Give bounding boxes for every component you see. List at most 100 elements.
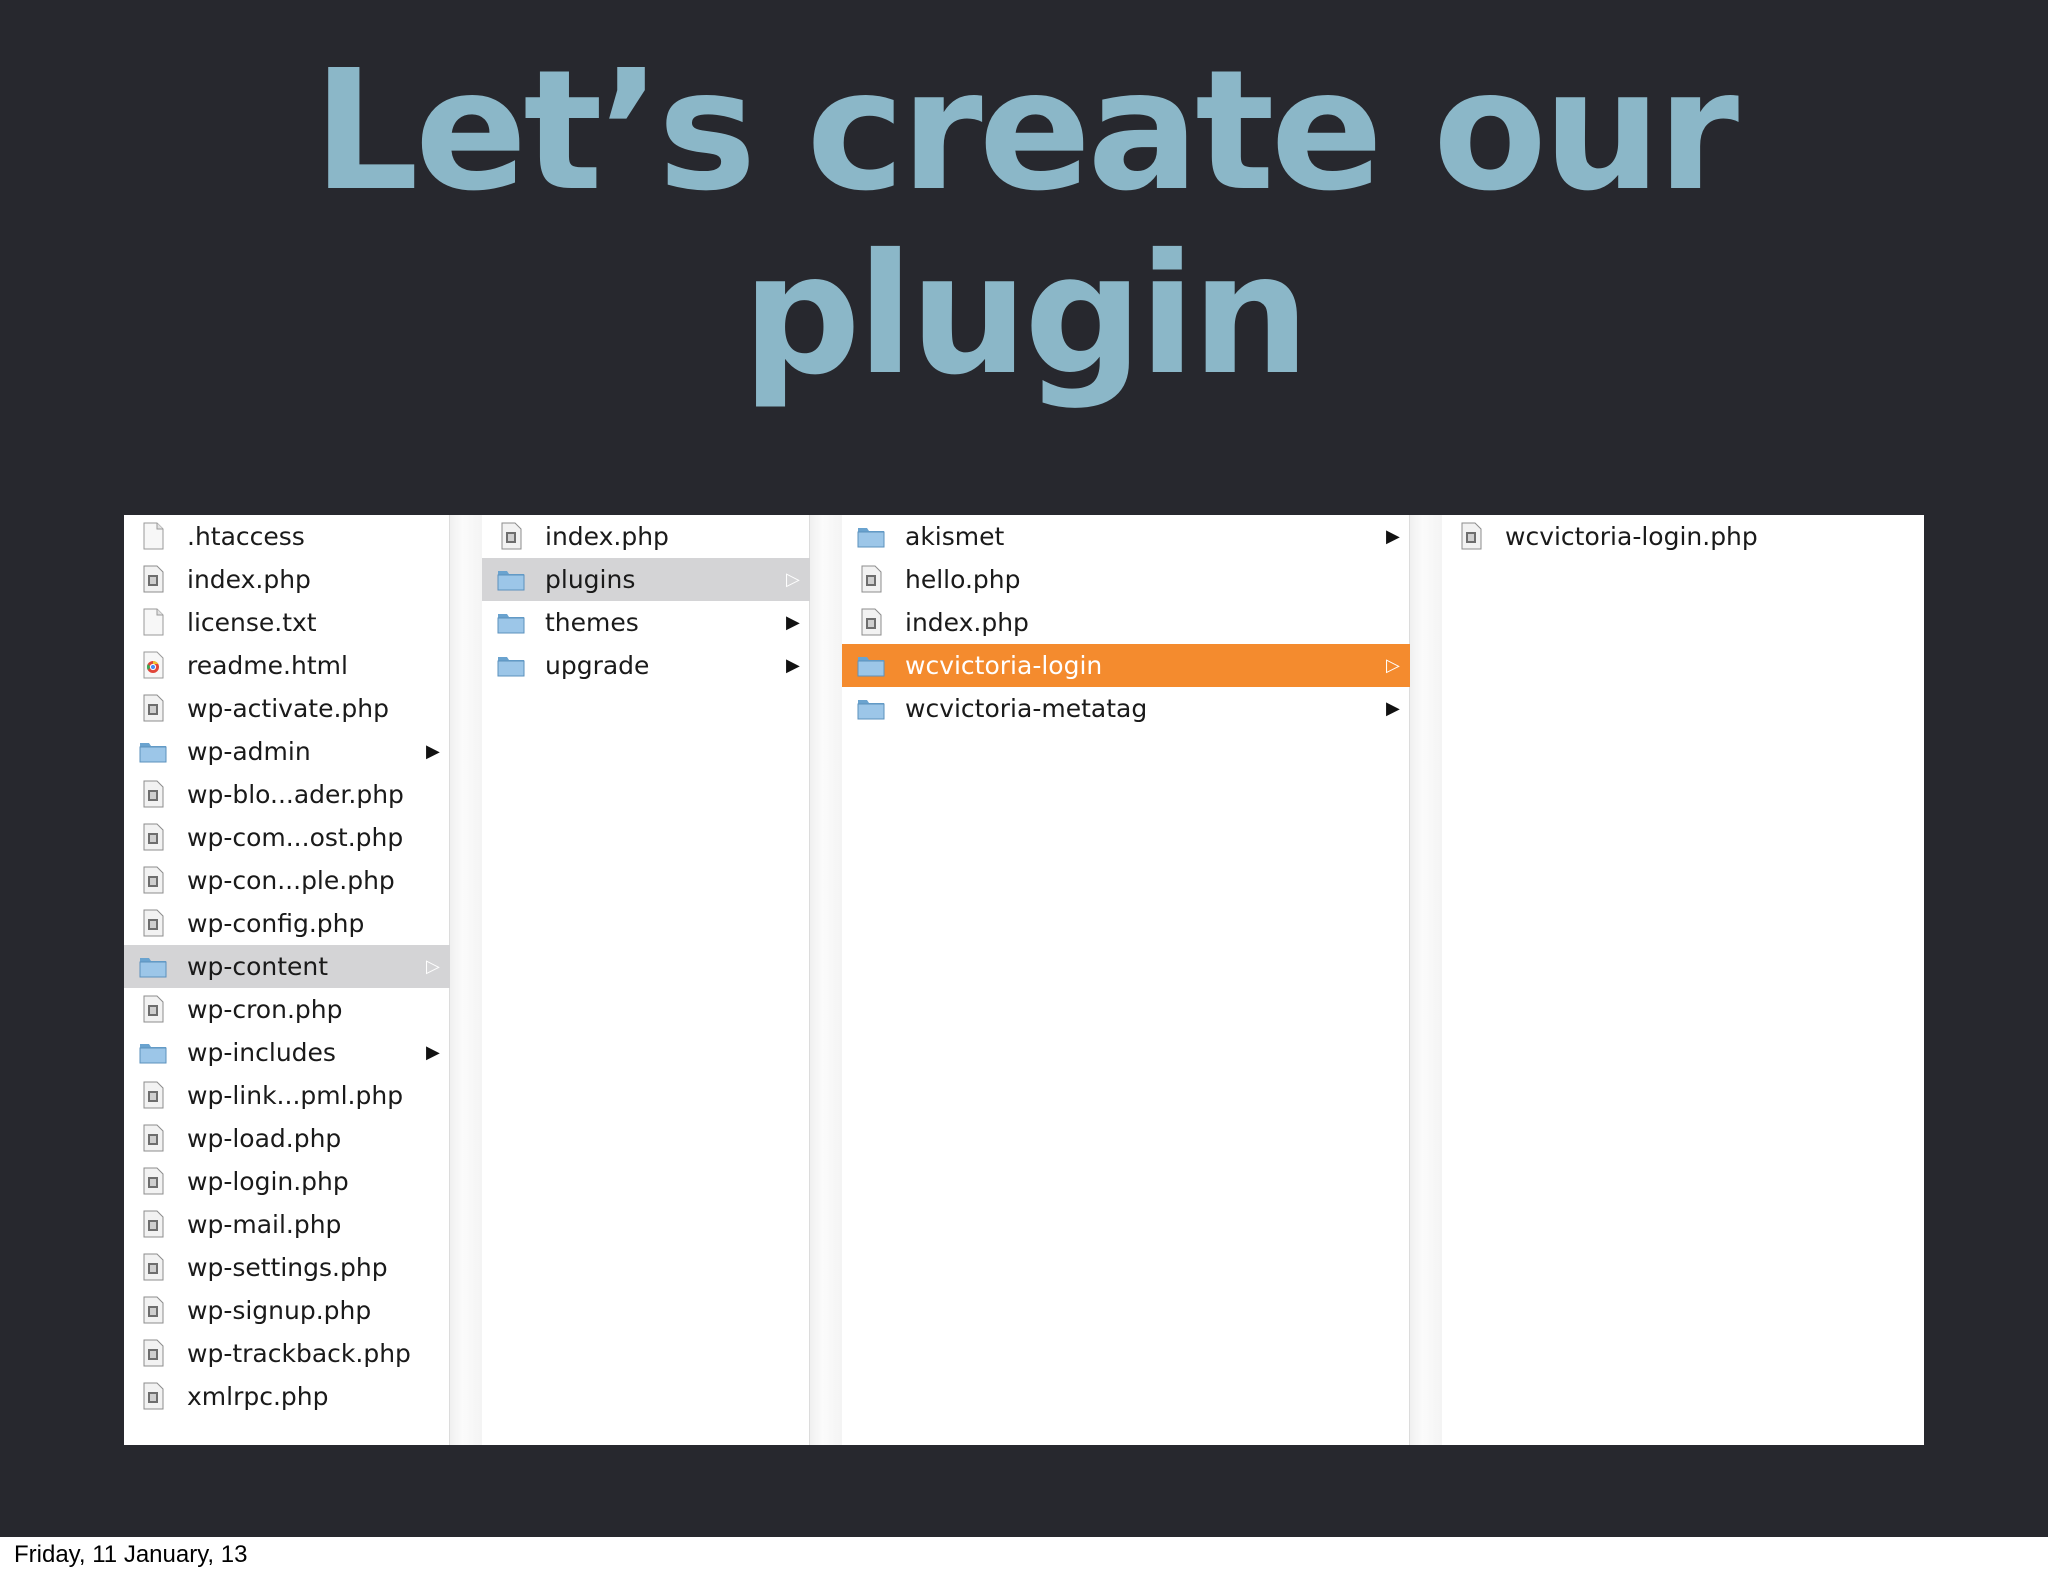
php-file-icon (496, 521, 526, 551)
finder-item[interactable]: readme.html (124, 644, 450, 687)
finder-item[interactable]: wp-trackback.php (124, 1332, 450, 1375)
column-resize-handle[interactable] (1409, 515, 1442, 1445)
disclosure-arrow-icon: ▶ (786, 655, 800, 676)
finder-item-label: wp-cron.php (187, 995, 343, 1024)
finder-item[interactable]: license.txt (124, 601, 450, 644)
folder-icon (856, 650, 886, 680)
finder-column-wordpress-root[interactable]: .htaccess index.php license.txt readme.html… (124, 515, 482, 1445)
finder-item[interactable]: xmlrpc.php (124, 1375, 450, 1418)
php-file-icon (138, 1080, 168, 1110)
disclosure-arrow-icon: ▶ (786, 612, 800, 633)
document-blank-icon (138, 607, 168, 637)
finder-column-plugins[interactable]: akismet▶ hello.php index.php wcvictoria-log… (842, 515, 1442, 1445)
folder-icon (856, 693, 886, 723)
finder-item[interactable]: wp-blo...ader.php (124, 773, 450, 816)
finder-item-label: wp-activate.php (187, 694, 389, 723)
folder-icon (496, 650, 526, 680)
finder-item-label: akismet (905, 522, 1005, 551)
finder-item-label: wp-login.php (187, 1167, 349, 1196)
finder-item-label: wp-con...ple.php (187, 866, 395, 895)
finder-item[interactable]: akismet▶ (842, 515, 1410, 558)
finder-item[interactable]: wp-con...ple.php (124, 859, 450, 902)
finder-item[interactable]: wp-cron.php (124, 988, 450, 1031)
slide: Let’s create our plugin .htaccess index.p… (0, 0, 2048, 1537)
php-file-icon (138, 994, 168, 1024)
finder-item-label: hello.php (905, 565, 1021, 594)
finder-item-label: index.php (905, 608, 1029, 637)
slide-title: Let’s create our plugin (0, 40, 2048, 408)
php-file-icon (138, 779, 168, 809)
finder-item-label: index.php (187, 565, 311, 594)
folder-icon (138, 1037, 168, 1067)
folder-icon (496, 564, 526, 594)
finder-item-label: wp-trackback.php (187, 1339, 411, 1368)
finder-item[interactable]: wp-mail.php (124, 1203, 450, 1246)
php-file-icon (138, 1381, 168, 1411)
slide-title-line-1: Let’s create our (312, 35, 1739, 228)
php-file-icon (138, 693, 168, 723)
disclosure-arrow-icon: ▶ (426, 1042, 440, 1063)
finder-item[interactable]: wp-includes ▶ (124, 1031, 450, 1074)
disclosure-arrow-icon: ▷ (786, 569, 800, 590)
finder-item[interactable]: wcvictoria-metatag▶ (842, 687, 1410, 730)
finder-item[interactable]: index.php (842, 601, 1410, 644)
finder-column-view: .htaccess index.php license.txt readme.html… (124, 515, 1924, 1445)
php-file-icon (138, 1209, 168, 1239)
php-file-icon (138, 908, 168, 938)
finder-item[interactable]: wp-activate.php (124, 687, 450, 730)
finder-item[interactable]: plugins ▷ (482, 558, 810, 601)
finder-item-label: wp-config.php (187, 909, 365, 938)
finder-item-label: wcvictoria-metatag (905, 694, 1148, 723)
finder-item-label: .htaccess (187, 522, 305, 551)
finder-item-label: wp-mail.php (187, 1210, 342, 1239)
finder-item[interactable]: hello.php (842, 558, 1410, 601)
finder-item[interactable]: wcvictoria-login ▷ (842, 644, 1410, 687)
finder-item-label: wp-link...pml.php (187, 1081, 404, 1110)
finder-item[interactable]: .htaccess (124, 515, 450, 558)
finder-item[interactable]: wp-settings.php (124, 1246, 450, 1289)
document-blank-icon (138, 521, 168, 551)
php-file-icon (138, 1338, 168, 1368)
finder-column-wp-content[interactable]: index.php plugins ▷ themes ▶ upgrade ▶ (482, 515, 842, 1445)
finder-item[interactable]: wcvictoria-login.php (1442, 515, 1924, 558)
finder-item[interactable]: wp-load.php (124, 1117, 450, 1160)
folder-icon (856, 521, 886, 551)
finder-item[interactable]: upgrade ▶ (482, 644, 810, 687)
finder-item[interactable]: wp-login.php (124, 1160, 450, 1203)
finder-item[interactable]: wp-admin▶ (124, 730, 450, 773)
finder-item[interactable]: wp-link...pml.php (124, 1074, 450, 1117)
disclosure-arrow-icon: ▷ (1386, 655, 1400, 676)
finder-item[interactable]: wp-com...ost.php (124, 816, 450, 859)
finder-item-label: wp-settings.php (187, 1253, 388, 1282)
finder-item[interactable]: index.php (124, 558, 450, 601)
finder-item[interactable]: wp-config.php (124, 902, 450, 945)
finder-column-wcvictoria-login[interactable]: wcvictoria-login.php (1442, 515, 1924, 1445)
finder-item-label: wp-blo...ader.php (187, 780, 404, 809)
finder-item-label: wcvictoria-login.php (1505, 522, 1758, 551)
folder-icon (138, 736, 168, 766)
finder-item-label: wp-load.php (187, 1124, 342, 1153)
finder-item[interactable]: index.php (482, 515, 810, 558)
finder-item-label: themes (545, 608, 639, 637)
column-resize-handle[interactable] (449, 515, 482, 1445)
finder-item-label: wcvictoria-login (905, 651, 1103, 680)
php-file-icon (138, 1252, 168, 1282)
finder-item[interactable]: wp-content▷ (124, 945, 450, 988)
finder-item-label: xmlrpc.php (187, 1382, 329, 1411)
finder-item-label: plugins (545, 565, 636, 594)
php-file-icon (138, 564, 168, 594)
finder-item-label: wp-includes (187, 1038, 336, 1067)
folder-icon (496, 607, 526, 637)
finder-item-label: readme.html (187, 651, 348, 680)
finder-item[interactable]: wp-signup.php (124, 1289, 450, 1332)
folder-icon (138, 951, 168, 981)
column-resize-handle[interactable] (809, 515, 842, 1445)
php-file-icon (138, 1166, 168, 1196)
finder-item-label: index.php (545, 522, 669, 551)
finder-item-label: wp-com...ost.php (187, 823, 404, 852)
disclosure-arrow-icon: ▷ (426, 956, 440, 977)
finder-item[interactable]: themes ▶ (482, 601, 810, 644)
php-file-icon (138, 822, 168, 852)
finder-item-label: upgrade (545, 651, 650, 680)
finder-item-label: license.txt (187, 608, 317, 637)
